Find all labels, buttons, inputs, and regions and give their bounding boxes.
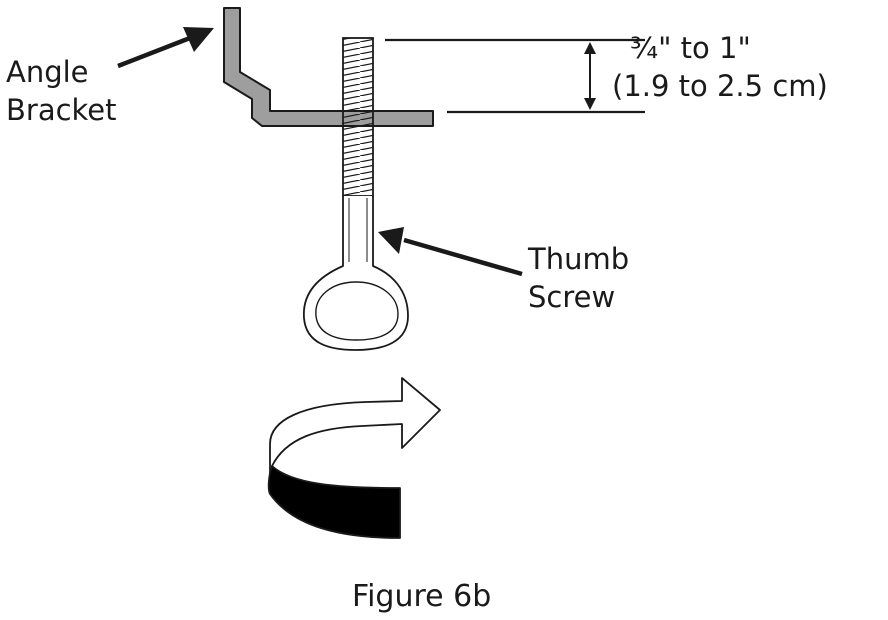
thumb-screw-body <box>303 196 409 351</box>
dimension-label-line1: ¾" to 1" <box>630 31 751 65</box>
screw-thread <box>342 37 374 197</box>
thumb-screw-label-line1: Thumb <box>528 242 630 276</box>
rotation-arrow-upper <box>269 377 441 494</box>
dimension-label-line2: (1.9 to 2.5 cm) <box>612 69 828 103</box>
angle-bracket-label-line1: Angle <box>6 55 89 89</box>
rotation-arrow-icon <box>267 377 441 539</box>
angle-bracket <box>223 7 434 127</box>
thumb-screw-pointer-shaft <box>403 237 523 277</box>
dimension-arrowhead-down <box>584 98 596 110</box>
thumb-screw-pointer-head <box>378 227 404 254</box>
rotation-arrow-lower <box>267 465 401 539</box>
figure-caption: Figure 6b <box>352 579 492 614</box>
thumb-loop-inner <box>315 281 399 341</box>
angle-bracket-pointer-shaft <box>117 35 191 69</box>
thumb-screw-label-line2: Screw <box>528 280 616 314</box>
dimension-arrowhead-up <box>584 42 596 54</box>
angle-bracket-pointer-head <box>183 27 214 52</box>
angle-bracket-label-line2: Bracket <box>6 93 117 127</box>
angle-bracket-label: Angle Bracket <box>6 53 117 129</box>
thumb-screw-label: Thumb Screw <box>528 240 629 316</box>
dimension-label: ¾" to 1" (1.9 to 2.5 cm) <box>612 29 828 105</box>
